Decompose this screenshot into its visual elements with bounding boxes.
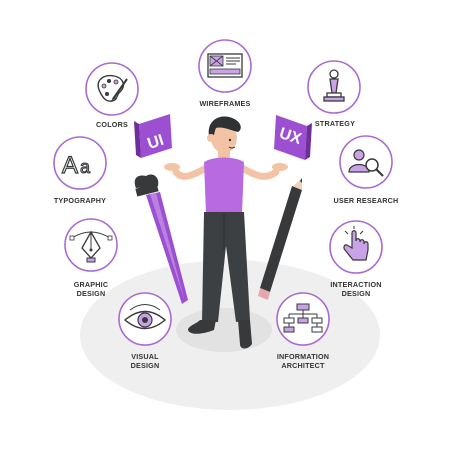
ux-panel: UX [274, 115, 312, 160]
person [164, 116, 288, 349]
sitemap-icon [283, 303, 323, 333]
pen-tool-icon [69, 230, 113, 263]
ui-panel-label: UI [146, 132, 166, 153]
ux-panel-label: UX [277, 125, 304, 148]
font-icon: A a [61, 151, 91, 179]
strategy-circle [307, 60, 361, 114]
label-colors: COLORS [96, 120, 128, 129]
label-user-research: USER RESEARCH [333, 196, 399, 205]
svg-text:A: A [62, 152, 78, 179]
label-graphic-design: GRAPHIC DESIGN [73, 280, 109, 298]
chess-pawn-icon [323, 69, 345, 102]
user-research-circle [339, 135, 393, 189]
paintbrush [134, 174, 188, 304]
svg-text:a: a [80, 157, 91, 177]
typography-circle: A a [53, 136, 107, 190]
label-visual-design: VISUAL DESIGN [130, 352, 160, 370]
ui-panel: UI [134, 114, 172, 158]
wireframes-circle [198, 39, 252, 93]
graphic-design-circle [64, 218, 118, 272]
user-search-icon [348, 149, 384, 177]
information-architect-circle [276, 292, 330, 346]
label-wireframes: WIREFRAMES [199, 99, 251, 108]
wireframe-icon [207, 53, 243, 78]
eye-icon [123, 304, 167, 330]
interaction-design-circle [329, 220, 383, 274]
label-interaction-design: INTERACTION DESIGN [330, 280, 382, 298]
pencil [258, 178, 302, 300]
label-strategy: STRATEGY [314, 119, 356, 128]
palette-icon [97, 74, 128, 102]
visual-design-circle [118, 292, 172, 346]
label-information-architect: INFORMATION ARCHITECT [276, 352, 330, 370]
label-typography: TYPOGRAPHY [53, 196, 107, 205]
pointer-hand-icon [343, 226, 369, 261]
colors-circle [85, 62, 139, 116]
